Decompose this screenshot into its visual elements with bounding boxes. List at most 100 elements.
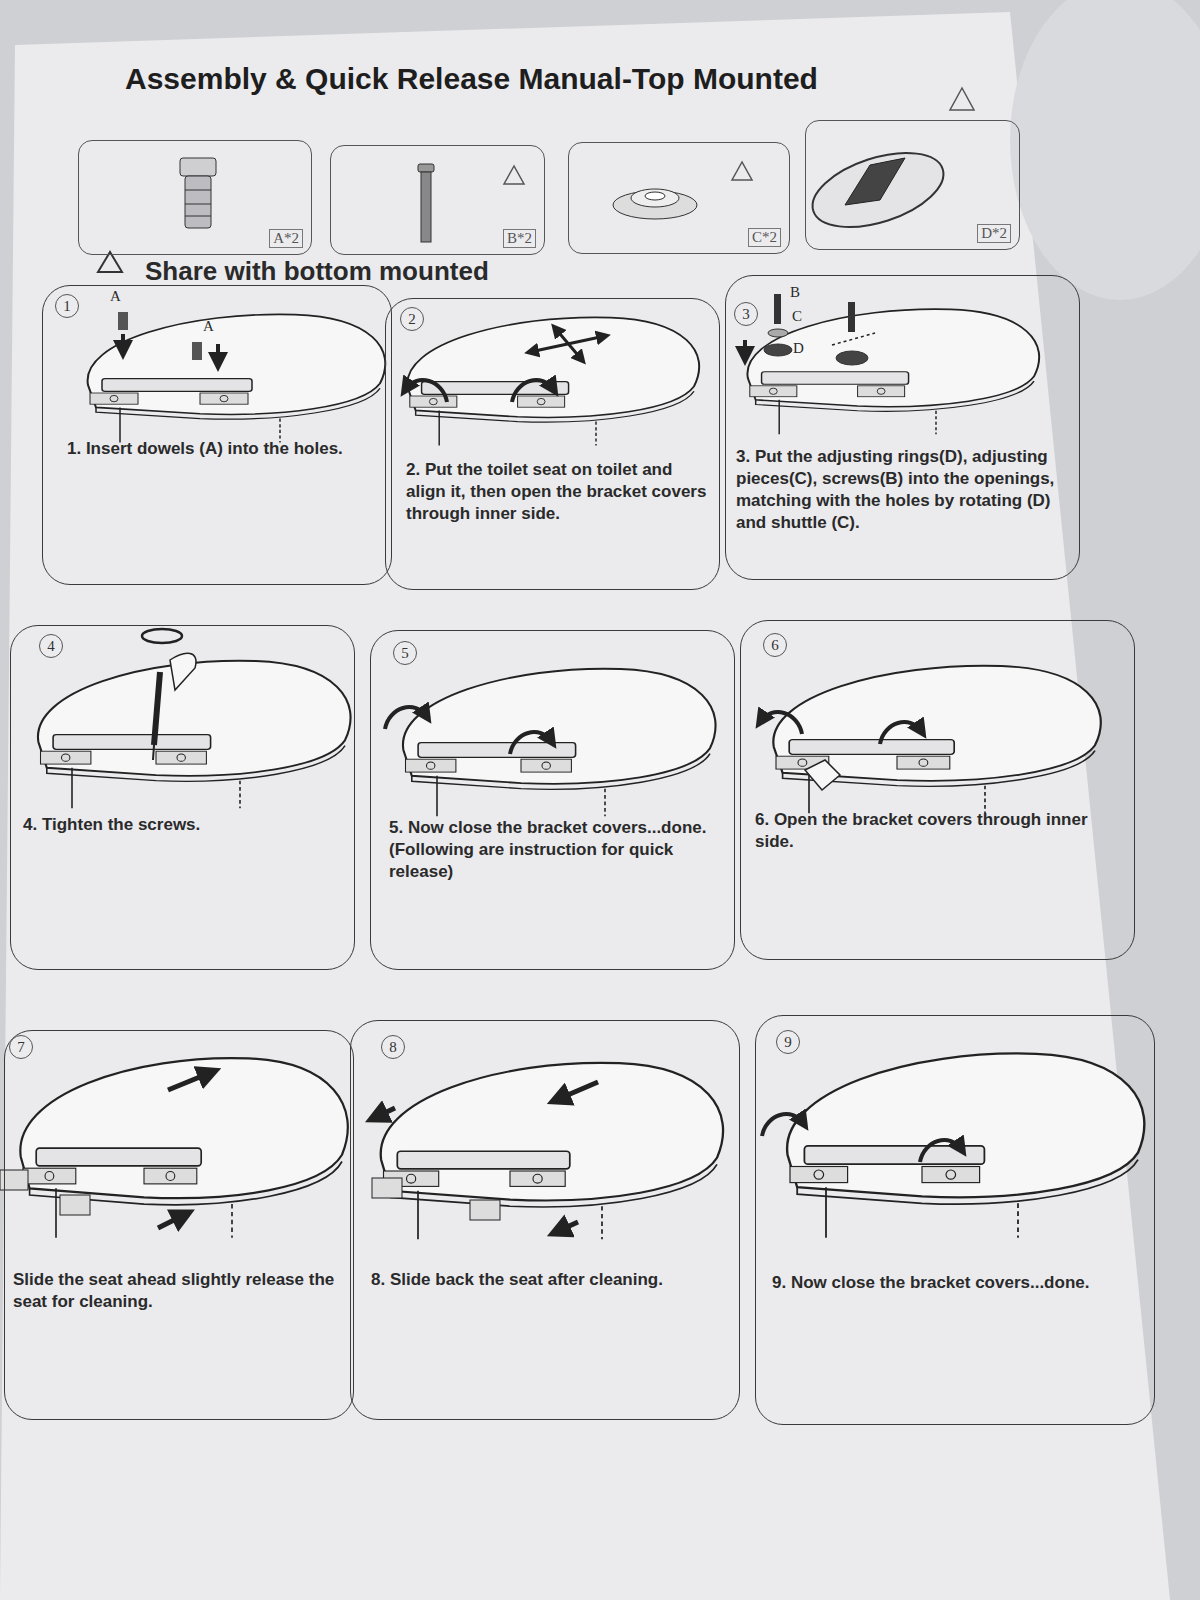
step-instruction: 3. Put the adjusting rings(D), adjusting… — [736, 446, 1067, 534]
illustration-part — [418, 164, 434, 172]
step-text-area: 2. Put the toilet seat on toilet and ali… — [406, 459, 707, 525]
warning-triangle — [950, 88, 974, 110]
part-letter: B — [790, 284, 800, 301]
illustration-part — [510, 732, 552, 754]
part-count: A*2 — [269, 229, 303, 248]
callout-number: 8 — [381, 1035, 405, 1059]
illustration-part — [805, 760, 840, 790]
step-instruction: Slide the seat ahead slightly release th… — [13, 1269, 341, 1313]
step-instruction: 5. Now close the bracket covers...done. — [389, 817, 722, 839]
illustration-part — [920, 1140, 962, 1162]
step-text-area: 1. Insert dowels (A) into the holes. — [67, 438, 379, 460]
illustration-part — [803, 139, 952, 242]
illustration-part — [645, 192, 665, 200]
illustration-part — [832, 333, 875, 345]
paper-sheet — [0, 12, 1170, 1600]
step-panel: 9 9. Now close the bracket covers...done. — [755, 1015, 1155, 1425]
illustration-part — [555, 328, 582, 360]
illustration-part — [760, 712, 802, 734]
illustration-part — [880, 722, 922, 744]
part-letter: D — [793, 340, 804, 357]
part-letter: C — [792, 308, 802, 325]
step-panel: 4 4. Tighten the screws. — [10, 625, 355, 970]
step-4-picture — [38, 629, 351, 808]
callout-number: 9 — [776, 1030, 800, 1054]
illustration-part — [385, 707, 427, 729]
illustration-part — [372, 1178, 402, 1198]
illustration-part — [762, 1114, 804, 1136]
step-text-area: 3. Put the adjusting rings(D), adjusting… — [736, 446, 1067, 534]
step-panel: 5 5. Now close the bracket covers...done.… — [370, 630, 735, 970]
step-instruction: 4. Tighten the screws. — [23, 814, 342, 836]
step-instruction: 8. Slide back the seat after cleaning. — [371, 1269, 727, 1291]
part-count: D*2 — [977, 224, 1011, 243]
step-6-picture — [760, 666, 1101, 813]
callout-number: 5 — [393, 641, 417, 665]
callout-number: 2 — [400, 307, 424, 331]
illustration-part — [185, 204, 211, 205]
illustration-part — [405, 380, 447, 402]
illustration-part — [845, 158, 905, 205]
step-panel: 7Slide the seat ahead slightly release t… — [4, 1030, 354, 1420]
step-text-area: Slide the seat ahead slightly release th… — [13, 1269, 341, 1313]
step-text-area: 9. Now close the bracket covers...done. — [772, 1272, 1142, 1294]
illustration-part — [121, 334, 125, 352]
warning-triangle — [98, 252, 122, 272]
step-5-picture — [385, 669, 716, 816]
part-count: C*2 — [748, 228, 781, 247]
callout-number: 3 — [734, 302, 758, 326]
dowel-picture — [180, 158, 216, 228]
illustration-part — [787, 1053, 1144, 1237]
step-panel: 2 2. Put the toilet seat on toilet and al… — [385, 298, 720, 590]
part-box: A*2 — [78, 140, 312, 255]
illustration-part — [170, 653, 196, 690]
illustration-part — [153, 745, 154, 760]
step-text-area: 4. Tighten the screws. — [23, 814, 342, 836]
illustration-part — [185, 176, 211, 228]
illustration-part — [185, 216, 211, 217]
illustration-part — [512, 380, 554, 402]
part-box: B*2 — [330, 145, 545, 255]
step-text-area: 6. Open the bracket covers through inner… — [755, 809, 1122, 853]
step-1-picture — [88, 312, 386, 443]
part-box: D*2 — [805, 120, 1020, 250]
step-panel: 8 8. Slide back the seat after cleaning. — [350, 1020, 740, 1420]
illustration-part — [774, 294, 781, 324]
illustration-part — [158, 1214, 186, 1228]
illustration-part — [773, 666, 1100, 813]
step-7-picture — [0, 1058, 348, 1238]
step-3-picture — [745, 294, 1039, 434]
callout-number: 4 — [39, 634, 63, 658]
shadow — [1010, 0, 1200, 300]
illustration-part — [192, 342, 202, 360]
illustration-part — [421, 172, 431, 242]
illustration-part — [381, 1063, 723, 1239]
illustration-part — [848, 302, 855, 332]
warning-triangle — [504, 166, 524, 184]
step-8-picture — [372, 1063, 723, 1239]
adjusting-ring-picture — [803, 139, 952, 242]
step-text-area: 8. Slide back the seat after cleaning. — [371, 1269, 727, 1291]
step-instruction: 2. Put the toilet seat on toilet and ali… — [406, 459, 707, 525]
illustration-part — [60, 1195, 90, 1215]
adjusting-piece-picture — [613, 189, 697, 219]
illustration-part — [20, 1058, 347, 1238]
part-box: C*2 — [568, 142, 790, 254]
illustration-part — [743, 340, 747, 358]
step-instruction: 6. Open the bracket covers through inner… — [755, 809, 1122, 853]
illustration-part — [556, 1082, 598, 1100]
illustration-part — [556, 1222, 578, 1232]
illustration-part — [470, 1200, 500, 1220]
step-instruction: 1. Insert dowels (A) into the holes. — [67, 438, 379, 460]
step-2-picture — [405, 317, 699, 445]
callout-number: 6 — [763, 633, 787, 657]
illustration-part — [374, 1108, 395, 1118]
step-instruction: (Following are instruction for quick rel… — [389, 839, 722, 883]
illustration-part — [747, 309, 1039, 434]
step-9-picture — [762, 1053, 1144, 1237]
illustration-part — [836, 351, 868, 365]
illustration-part — [764, 344, 792, 356]
